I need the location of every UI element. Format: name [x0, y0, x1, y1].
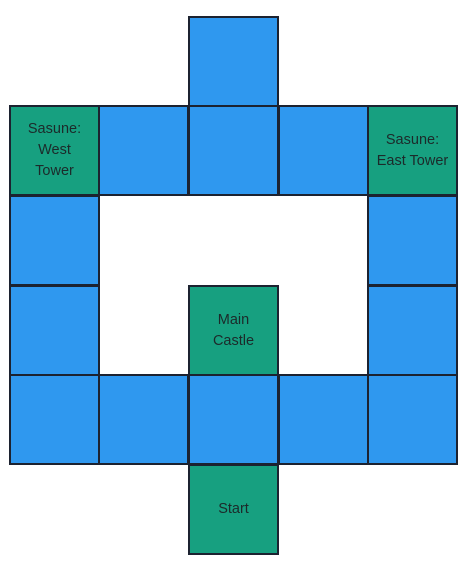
path-tile-right-1[interactable] — [367, 195, 458, 286]
path-tile-bottom-0[interactable] — [9, 374, 100, 465]
location-tile-west-tower[interactable]: Sasune: West Tower — [9, 105, 100, 196]
path-tile-bottom-2[interactable] — [188, 374, 279, 465]
path-tile-bottom-1[interactable] — [98, 374, 189, 465]
tile-label-west-tower: Sasune: West Tower — [27, 121, 82, 179]
location-tile-start[interactable]: Start — [188, 464, 279, 555]
tile-label-main-castle: Main Castle — [212, 311, 255, 349]
tile-label-east-tower: Sasune: East Tower — [376, 131, 449, 169]
path-tile-north[interactable] — [188, 16, 279, 107]
path-tile-right-2[interactable] — [367, 285, 458, 376]
path-tile-left-1[interactable] — [9, 195, 100, 286]
tile-label-start: Start — [218, 501, 249, 517]
path-tile-bottom-3[interactable] — [278, 374, 369, 465]
path-tile-bottom-4[interactable] — [367, 374, 458, 465]
path-tile-top-1[interactable] — [98, 105, 189, 196]
location-tile-east-tower[interactable]: Sasune: East Tower — [367, 105, 458, 196]
path-tile-top-3[interactable] — [278, 105, 369, 196]
path-tile-top-2[interactable] — [188, 105, 279, 196]
path-tile-left-2[interactable] — [9, 285, 100, 376]
location-tile-main-castle[interactable]: Main Castle — [188, 285, 279, 376]
